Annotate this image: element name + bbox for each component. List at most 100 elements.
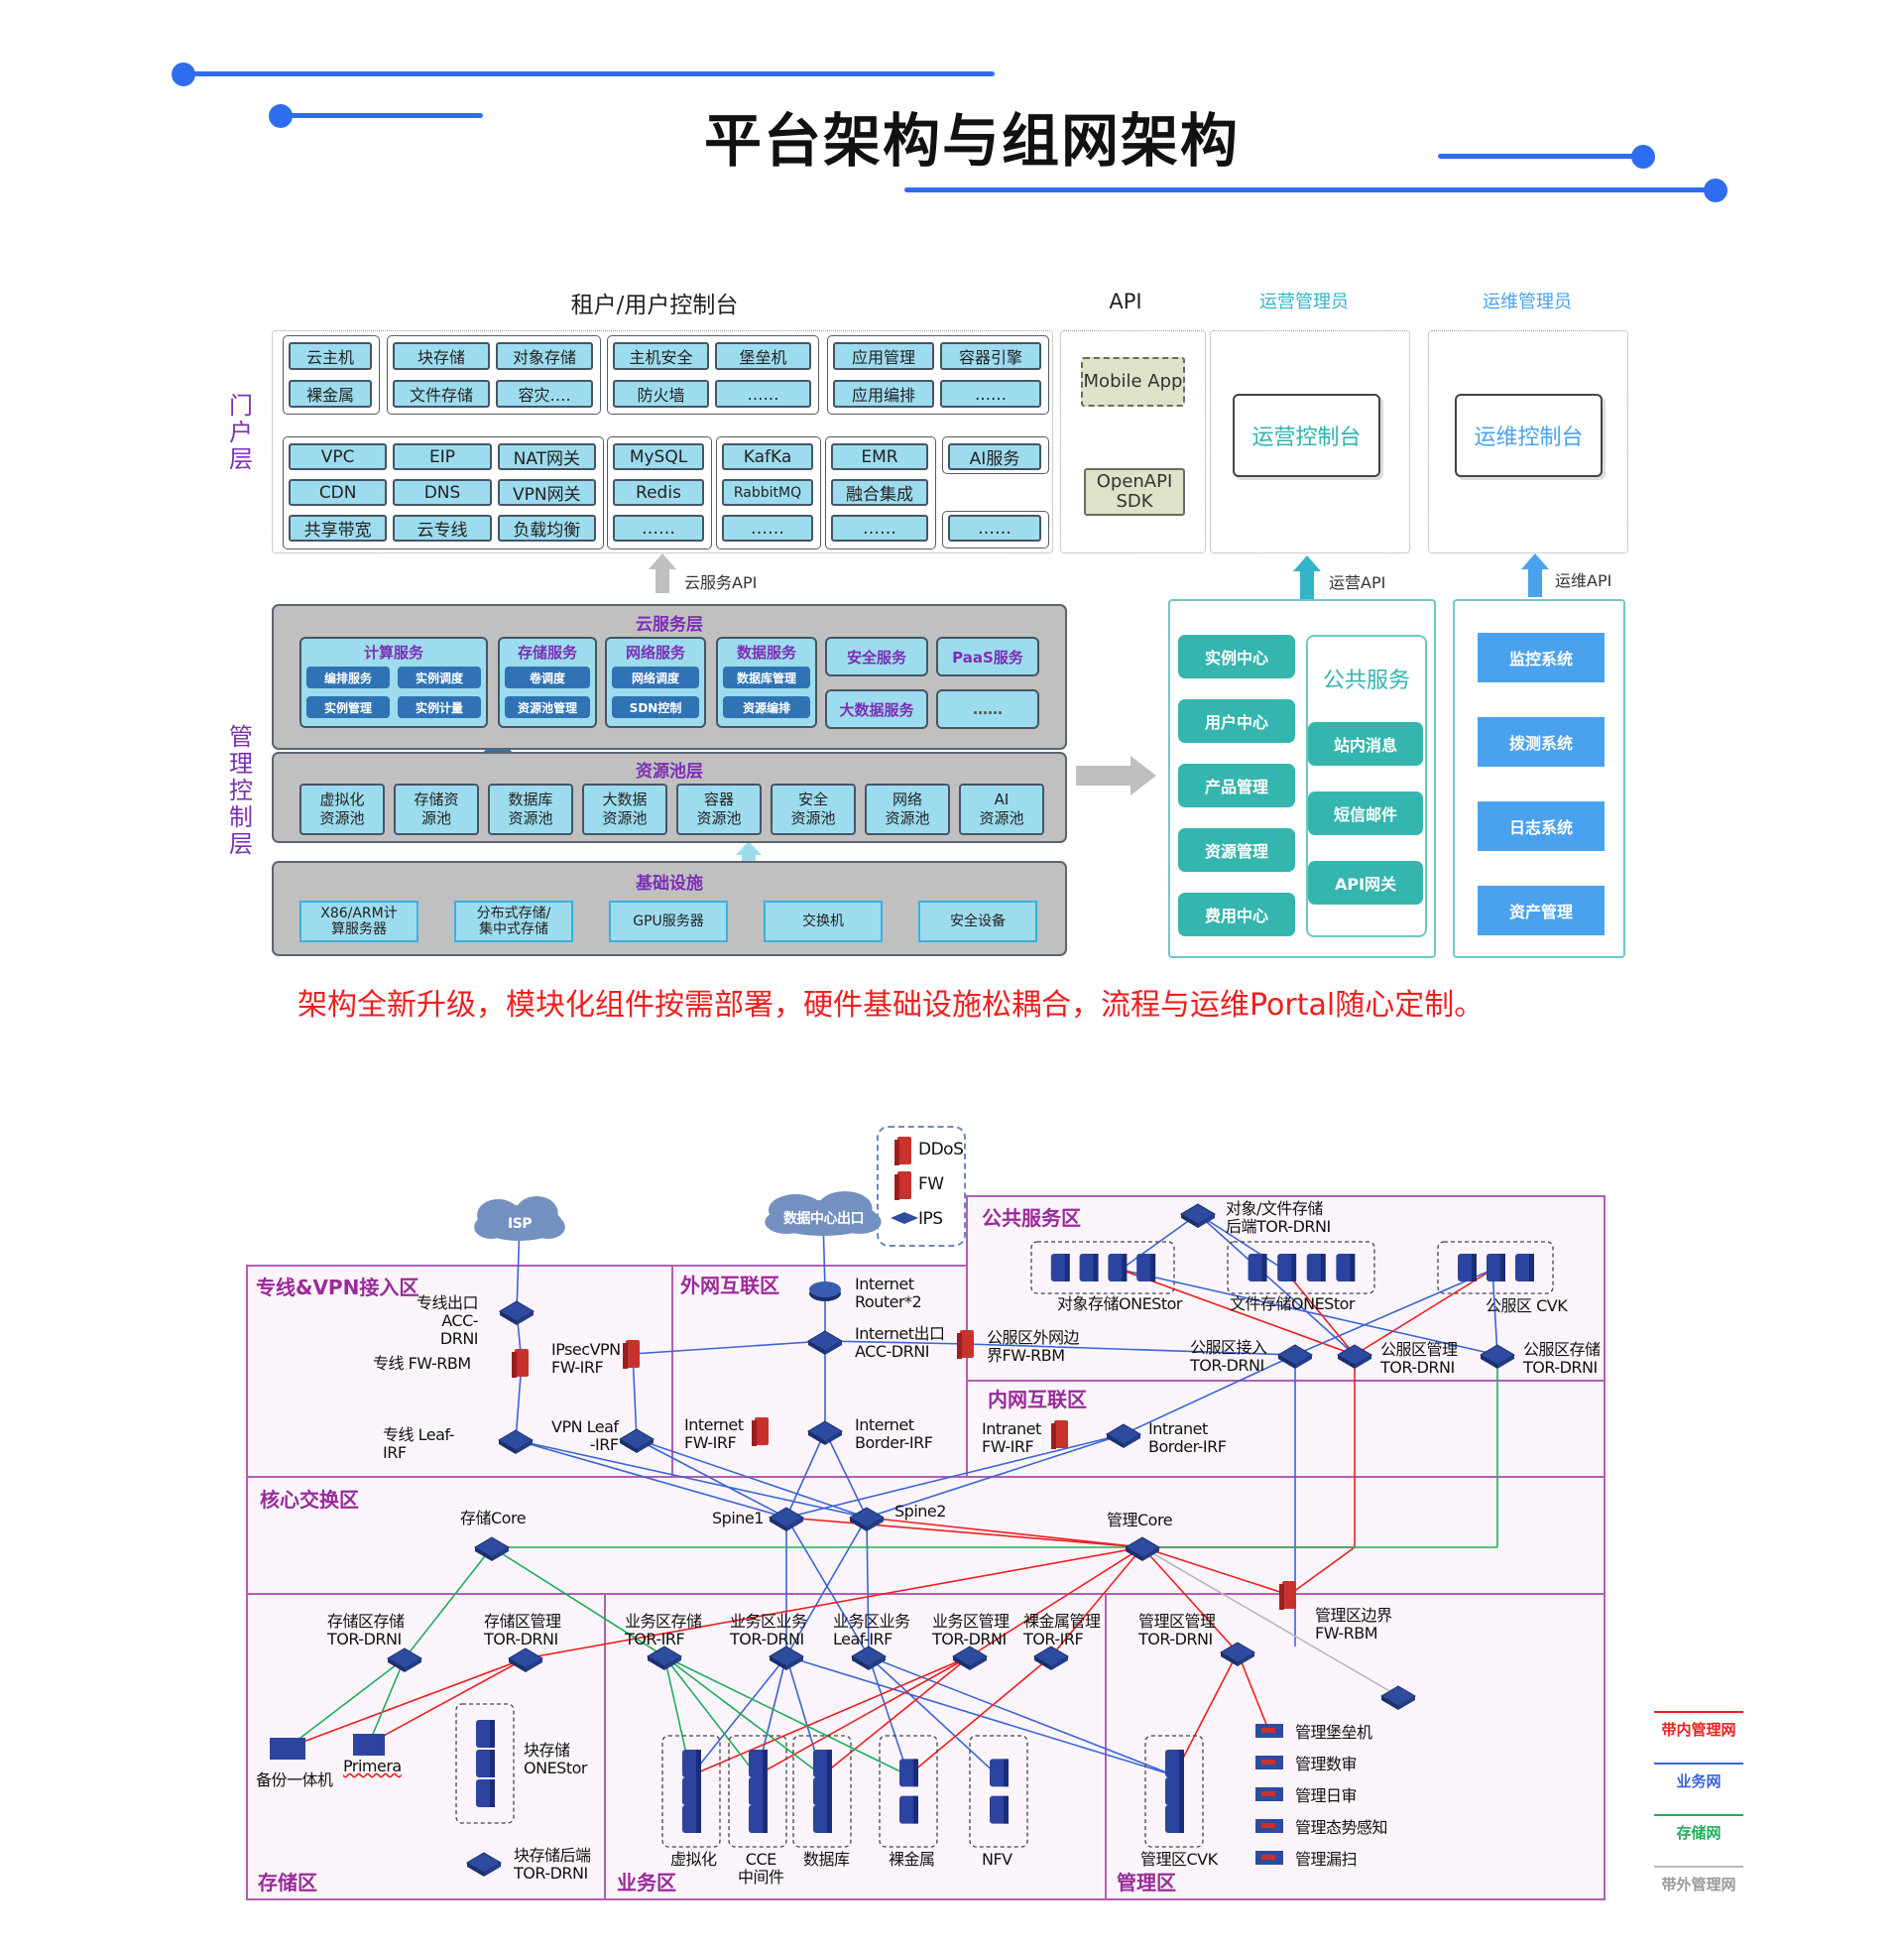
server-icon-side	[763, 1805, 768, 1833]
server-icon-side	[1179, 1777, 1184, 1805]
service-chip[interactable]: 资源编排	[723, 696, 810, 718]
service-chip[interactable]: 实例计量	[398, 696, 481, 718]
resource-pool[interactable]: 存储资 源池	[394, 784, 479, 835]
link-line	[525, 1546, 1143, 1659]
service-group-extra[interactable]: 安全服务	[825, 637, 928, 676]
portal-service-item[interactable]: ……	[831, 515, 928, 542]
service-group-extra[interactable]: 大数据服务	[825, 689, 928, 729]
service-group-title: 计算服务	[363, 644, 423, 662]
service-chip[interactable]: 网络调度	[612, 667, 699, 688]
portal-service-item[interactable]: EMR	[831, 443, 928, 470]
ops-left-item[interactable]: 资源管理	[1178, 828, 1295, 872]
portal-service-item[interactable]: 防火墙	[613, 380, 709, 408]
portal-service-item[interactable]: CDN	[289, 479, 388, 506]
resource-pool[interactable]: AI 资源池	[959, 784, 1044, 835]
portal-service-item[interactable]: NAT网关	[497, 443, 596, 470]
portal-service-item[interactable]: 主机安全	[613, 342, 709, 370]
portal-service-item[interactable]: ……	[722, 515, 813, 542]
public-service-item[interactable]: 站内消息	[1308, 722, 1423, 766]
infra-item[interactable]: 安全设备	[918, 901, 1037, 942]
portal-service-item[interactable]: ……	[613, 515, 704, 542]
infra-layer-title: 基础设施	[636, 874, 703, 894]
portal-service-item[interactable]: 负载均衡	[497, 515, 596, 542]
portal-service-item[interactable]: MySQL	[613, 443, 704, 470]
portal-service-item[interactable]: Redis	[613, 479, 704, 506]
node-label: 管理Core	[1107, 1511, 1173, 1529]
ops-left-item[interactable]: 产品管理	[1178, 764, 1295, 807]
portal-service-item[interactable]: AI服务	[948, 443, 1041, 470]
portal-service-item[interactable]: 堡垒机	[715, 342, 811, 370]
server-icon-side	[696, 1777, 701, 1805]
node-label: 对象/文件存储 后端TOR-DRNI	[1226, 1199, 1331, 1236]
om-console[interactable]: 运维控制台	[1455, 394, 1603, 477]
portal-service-item[interactable]: RabbitMQ	[722, 479, 813, 506]
om-item[interactable]: 资产管理	[1478, 886, 1605, 935]
service-chip[interactable]: SDN控制	[612, 696, 699, 718]
service-chip[interactable]: 编排服务	[306, 667, 390, 688]
service-chip[interactable]: 卷调度	[505, 667, 590, 688]
api-mobile-app[interactable]: Mobile App	[1081, 357, 1185, 407]
service-chip[interactable]: 资源池管理	[505, 696, 590, 718]
switch-icon-side	[852, 1656, 869, 1670]
resource-pool[interactable]: 数据库 资源池	[488, 784, 573, 835]
link-line	[866, 1517, 870, 1657]
portal-service-item[interactable]: 应用管理	[833, 342, 934, 370]
resource-pool[interactable]: 虚拟化 资源池	[299, 784, 385, 835]
portal-service-item[interactable]: VPN网关	[497, 479, 596, 506]
portal-service-item[interactable]: 融合集成	[831, 479, 928, 506]
resource-pool[interactable]: 容器 资源池	[676, 784, 762, 835]
link-line	[866, 1517, 1143, 1548]
service-group-extra[interactable]: PaaS服务	[936, 637, 1039, 676]
portal-service-item[interactable]: 云主机	[289, 342, 372, 370]
portal-service-item[interactable]: 容灾….	[496, 380, 593, 408]
infra-item[interactable]: 分布式存储/ 集中式存储	[454, 901, 573, 942]
infra-item[interactable]: 交换机	[764, 901, 883, 942]
ops-left-item[interactable]: 用户中心	[1178, 699, 1295, 743]
portal-service-item[interactable]: 云专线	[393, 515, 492, 542]
ops-left-item[interactable]: 实例中心	[1178, 635, 1295, 678]
om-item[interactable]: 监控系统	[1478, 633, 1605, 682]
portal-service-item[interactable]: KafKa	[722, 443, 813, 470]
link-line	[1294, 1269, 1493, 1356]
ddos-icon	[897, 1137, 911, 1164]
portal-service-item[interactable]: ……	[940, 380, 1041, 408]
portal-service-item[interactable]: 对象存储	[496, 342, 593, 370]
link-line	[690, 1655, 971, 1776]
om-item[interactable]: 日志系统	[1478, 801, 1605, 851]
ops-left-item[interactable]: 费用中心	[1178, 893, 1295, 936]
resource-pool[interactable]: 网络 资源池	[865, 784, 950, 835]
service-group-extra[interactable]: ……	[936, 689, 1039, 729]
infra-item[interactable]: X86/ARM计 算服务器	[299, 901, 418, 942]
portal-service-item[interactable]: ……	[715, 380, 811, 408]
portal-service-item[interactable]: 容器引擎	[940, 342, 1041, 370]
resource-pool[interactable]: 大数据 资源池	[582, 784, 667, 835]
portal-service-item[interactable]: 块存储	[393, 342, 490, 370]
service-chip[interactable]: 实例调度	[398, 667, 481, 688]
service-chip[interactable]: 数据库管理	[723, 667, 810, 688]
portal-service-item[interactable]: VPC	[289, 443, 388, 470]
portal-service-item[interactable]: DNS	[393, 479, 492, 506]
om-item[interactable]: 拨测系统	[1478, 717, 1605, 767]
portal-service-item[interactable]: 共享带宽	[289, 515, 388, 542]
switch-icon-side	[786, 1656, 803, 1670]
public-service-item[interactable]: 短信邮件	[1308, 792, 1423, 835]
portal-service-item[interactable]: 应用编排	[833, 380, 934, 408]
node-label: IPsecVPN FW-IRF	[551, 1340, 621, 1377]
server-icon	[1108, 1254, 1127, 1281]
api-openapi-sdk[interactable]: OpenAPI SDK	[1084, 468, 1185, 516]
switch-icon-side	[825, 1431, 842, 1445]
switch-icon-side	[970, 1656, 987, 1670]
link-line	[1120, 1269, 1498, 1356]
switch-icon-side	[867, 1518, 884, 1531]
public-service-item[interactable]: API网关	[1308, 861, 1423, 905]
portal-service-item[interactable]: 裸金属	[289, 380, 372, 408]
infra-item[interactable]: GPU服务器	[609, 901, 728, 942]
service-chip[interactable]: 实例管理	[306, 696, 390, 718]
portal-service-item[interactable]: 文件存储	[393, 380, 490, 408]
portal-service-item[interactable]: ……	[948, 515, 1041, 542]
portal-service-item[interactable]: EIP	[393, 443, 492, 470]
node-label: 管理态势感知	[1295, 1818, 1388, 1837]
ops-console[interactable]: 运营控制台	[1233, 394, 1380, 477]
switch-icon-side	[1034, 1656, 1051, 1670]
resource-pool[interactable]: 安全 资源池	[771, 784, 856, 835]
